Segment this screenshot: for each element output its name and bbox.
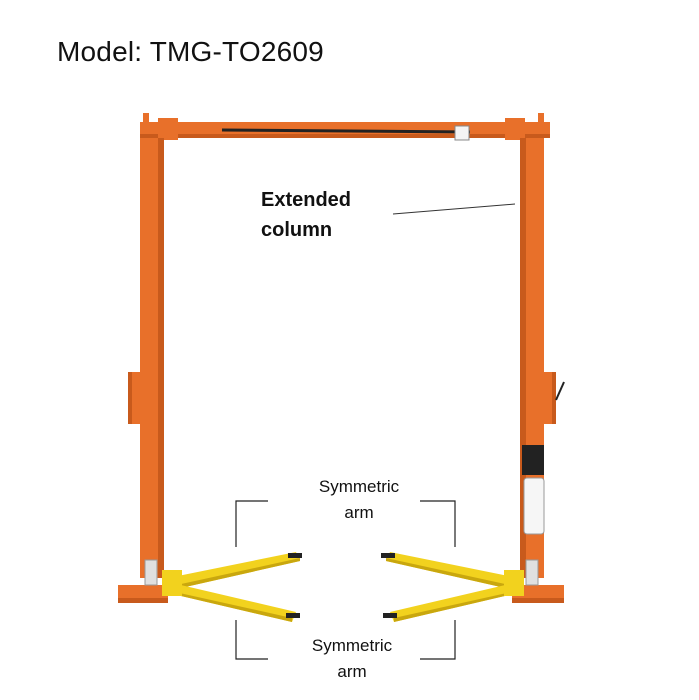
extended-column-label-line1: Extended	[261, 189, 352, 211]
extended-column-label-line2: column	[261, 219, 333, 241]
model-title: Model: TMG-TO2609	[57, 36, 324, 67]
top-arm-label-line2: arm	[344, 503, 374, 523]
bottom-arm-label-line1: Symmetric	[311, 636, 393, 655]
right-arms	[381, 552, 524, 622]
bottom-arm-label-line2: arm	[337, 662, 367, 682]
extended-column-pointer	[392, 203, 516, 215]
right-column	[512, 138, 565, 603]
left-arms	[162, 552, 302, 622]
bottom-symmetric-arm-label: Symmetric arm	[287, 636, 417, 683]
left-column	[118, 138, 168, 603]
bottom-arm-bracket	[235, 620, 456, 660]
top-symmetric-arm-label: Symmetric arm	[294, 477, 424, 524]
top-arm-label-line1: Symmetric	[318, 477, 400, 496]
top-crossbeam	[140, 113, 550, 141]
extended-column-label: Extended column	[261, 185, 351, 245]
top-arm-bracket	[235, 500, 456, 547]
